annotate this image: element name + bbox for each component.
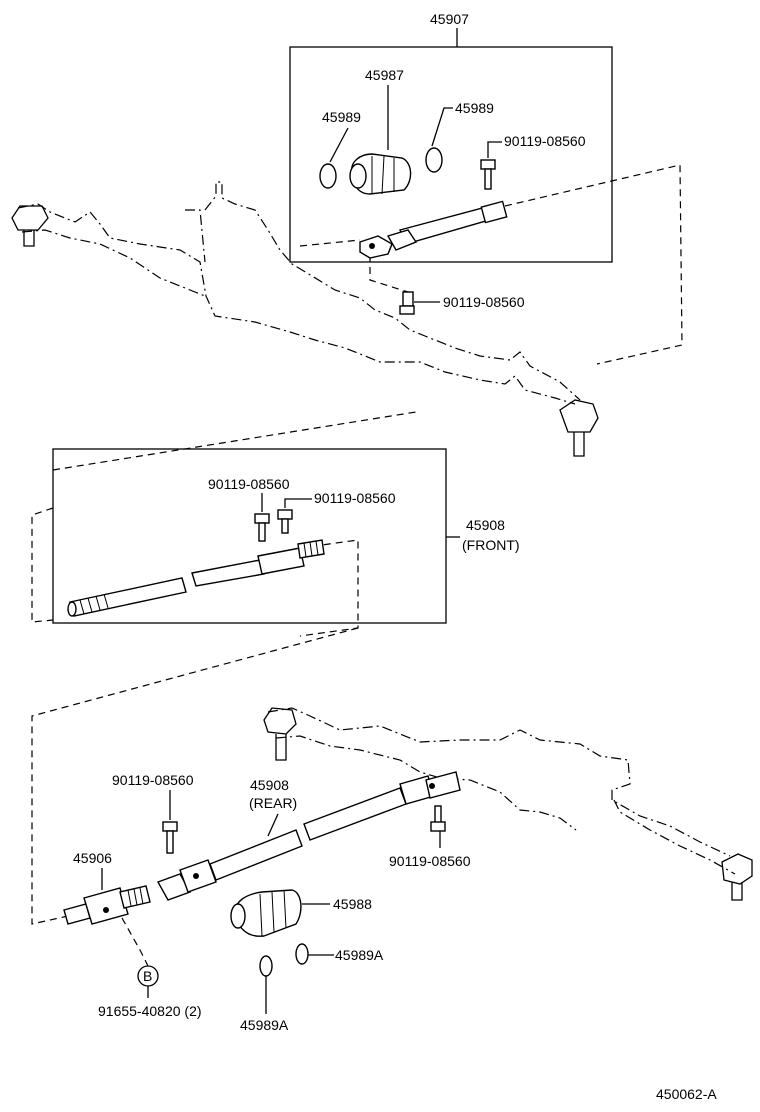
circle-b-label: B xyxy=(143,968,152,984)
label-45906: 45906 xyxy=(73,850,112,866)
coupling-45906: 45906 xyxy=(63,850,151,925)
clamp-45989-right: 45989 xyxy=(425,100,494,173)
label-bolt-front-2: 90119-08560 xyxy=(314,490,396,506)
lower-connection-dashes xyxy=(31,627,359,967)
front-shaft-45908 xyxy=(67,539,325,617)
clamp-45989A-bottom: 45989A xyxy=(240,955,289,1033)
label-45989A-right: 45989A xyxy=(335,947,384,963)
label-bolt-rear-right: 90119-08560 xyxy=(389,853,471,869)
label-45989A-bottom: 45989A xyxy=(240,1017,289,1033)
clamp-45989-left: 45989 xyxy=(319,109,361,189)
label-45989-right: 45989 xyxy=(455,100,494,116)
label-bolt-front-1: 90119-08560 xyxy=(208,476,290,492)
label-91655: 91655-40820 (2) xyxy=(98,1003,202,1019)
label-45908-front-note: (FRONT) xyxy=(462,537,520,553)
boot-45988: 45988 xyxy=(230,889,372,937)
lower-steering-rack-outline xyxy=(263,707,753,901)
label-45907: 45907 xyxy=(430,11,469,27)
upper-steering-rack-outline xyxy=(11,181,599,457)
upper-connection-dashes xyxy=(299,164,683,365)
intermediate-shaft-top xyxy=(359,200,508,259)
bolts-lower: 90119-08560 90119-08560 xyxy=(112,772,471,869)
label-bolt-top-below: 90119-08560 xyxy=(443,294,525,310)
label-bolt-rear-left: 90119-08560 xyxy=(112,772,194,788)
clamp-45989A-right: 45989A xyxy=(295,943,384,965)
label-bolt-top-box: 90119-08560 xyxy=(504,133,586,149)
label-45989-left: 45989 xyxy=(322,109,361,125)
label-45908-rear: 45908 xyxy=(250,777,289,793)
box-45908-front: 45908 (FRONT) xyxy=(31,411,520,637)
label-45987: 45987 xyxy=(365,67,404,83)
boot-45987: 45987 xyxy=(349,67,412,195)
label-45988: 45988 xyxy=(333,896,372,912)
bolt-91655-callout: B 91655-40820 (2) xyxy=(98,965,202,1019)
figure-code: 450062-A xyxy=(656,1086,717,1102)
box-45907: 45907 xyxy=(289,11,613,263)
bolt-90119-box: 90119-08560 xyxy=(480,133,586,190)
bolts-front: 90119-08560 90119-08560 xyxy=(208,476,396,542)
label-45908-rear-note: (REAR) xyxy=(249,795,297,811)
label-45908-front: 45908 xyxy=(466,517,505,533)
bolt-90119-below-box: 90119-08560 xyxy=(399,291,525,315)
rear-shaft-45908: 45908 (REAR) xyxy=(156,771,461,901)
